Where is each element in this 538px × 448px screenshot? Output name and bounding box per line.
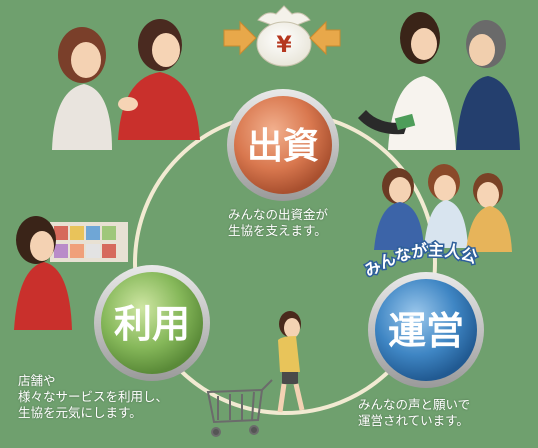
manage-bubble: 運営	[368, 272, 484, 388]
invest-bubble: 出資	[227, 89, 339, 201]
arrow-left-icon	[309, 20, 341, 56]
people-illustration-invest-right	[358, 12, 520, 150]
use-caption-line: 様々なサービスを利用し、	[18, 389, 169, 404]
invest-caption-line: みんなの出資金が	[228, 207, 329, 222]
arrow-right-icon	[223, 20, 257, 56]
shopping-cart-icon	[206, 379, 273, 437]
manage-caption-line: 運営されています。	[358, 413, 469, 428]
invest-label: 出資	[247, 126, 319, 167]
people-illustration-invest-left	[52, 19, 200, 150]
manage-caption-line: みんなの声と願いで	[358, 397, 471, 412]
use-caption: 店舗や 様々なサービスを利用し、 生協を元気にします。	[18, 373, 168, 421]
use-caption-line: 生協を元気にします。	[18, 405, 142, 420]
invest-caption-line: 生協を支えます。	[228, 223, 327, 238]
yen-symbol: ¥	[276, 33, 292, 58]
use-label: 利用	[114, 302, 190, 346]
cart-illustration	[206, 311, 305, 437]
shopping-illustration-use	[14, 216, 128, 330]
invest-caption: みんなの出資金が 生協を支えます。	[228, 207, 328, 239]
manage-caption: みんなの声と願いで 運営されています。	[358, 397, 470, 429]
people-illustration-manage	[374, 164, 512, 252]
use-bubble: 利用	[94, 265, 210, 381]
manage-label: 運営	[388, 309, 464, 353]
use-caption-line: 店舗や	[18, 373, 56, 388]
moneybag-icon: ¥	[256, 5, 312, 67]
